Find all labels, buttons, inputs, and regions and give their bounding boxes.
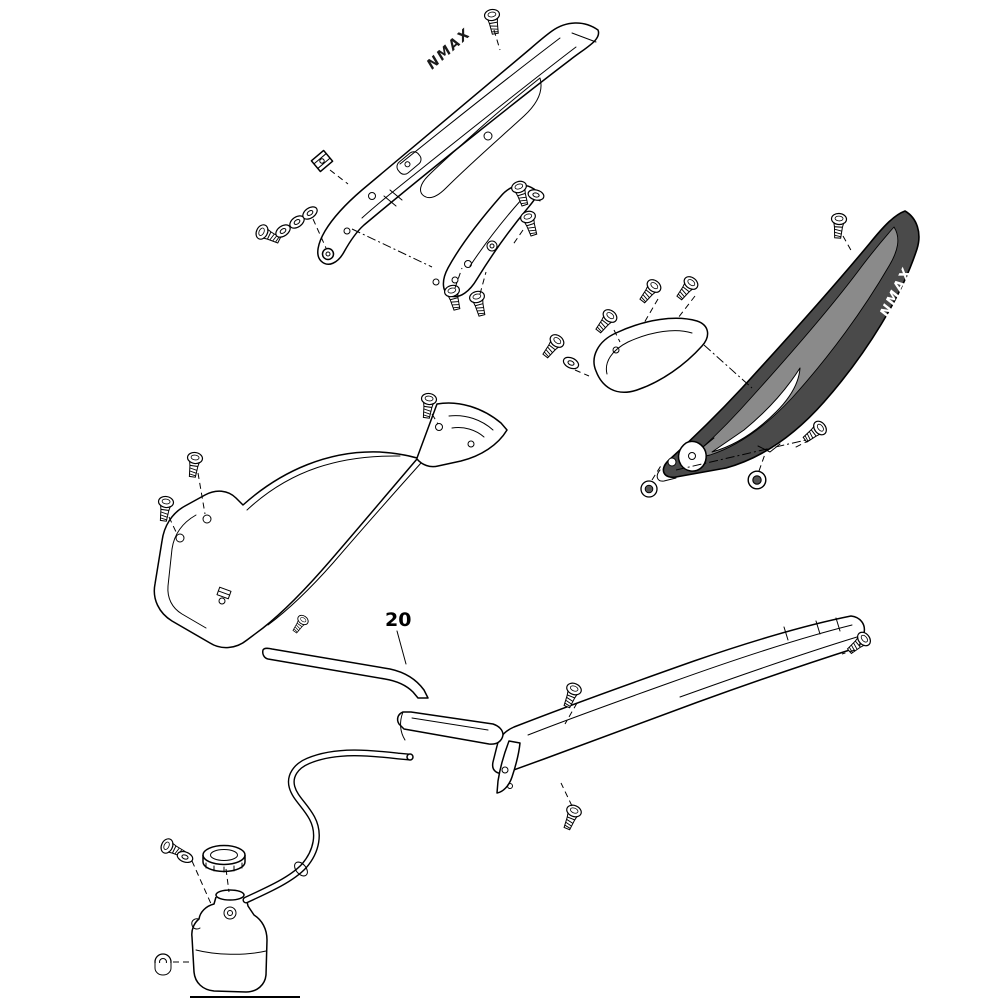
garnish-hole <box>451 276 459 284</box>
garnish-hole <box>486 240 498 252</box>
screw-icon <box>538 331 567 362</box>
leader-lines-top-left <box>312 29 524 295</box>
panel-mount-hole <box>435 423 443 431</box>
nut-icon <box>154 953 172 976</box>
tank-filler-detail <box>223 906 237 920</box>
mount-bracket <box>677 437 715 472</box>
assembly-axis-line <box>351 228 433 268</box>
panel-head-detail <box>448 415 494 438</box>
screw-icon <box>591 306 620 337</box>
joint-strip-inner <box>400 711 489 741</box>
panel-mount-hole <box>218 597 226 605</box>
screw-icon <box>289 612 311 636</box>
leader-lines-bottom-right <box>560 649 856 807</box>
reservoir-tank-body <box>191 896 268 993</box>
screw-icon <box>518 208 542 238</box>
garnish-hole <box>464 260 472 268</box>
screw-icon <box>635 276 664 307</box>
lower-panel-end-bracket <box>496 740 521 794</box>
tank-nipple-and-seam <box>191 918 267 955</box>
right-side-cover-assembly: NMAX <box>538 210 920 498</box>
garnish-hole <box>432 278 440 286</box>
panel-mount-hole <box>202 514 212 524</box>
washer-icon <box>561 354 581 372</box>
panel-foot-inner-line <box>167 514 207 629</box>
side-cover-mid-band <box>687 226 899 461</box>
leader-lines-middle <box>168 413 439 535</box>
lower-side-panel-assembly <box>396 615 874 833</box>
hose-clamp-icon <box>294 861 308 877</box>
panel-hatch-detail <box>383 32 597 207</box>
leader-lines-right <box>574 235 853 481</box>
grommet-icon <box>747 470 767 490</box>
panel-hole <box>483 131 493 141</box>
panel-lug <box>321 247 335 261</box>
joint-strip <box>396 711 504 745</box>
clip-nut-icon <box>310 149 334 173</box>
assembly-axis-lines-right <box>675 344 807 471</box>
leader-lines-tank <box>173 860 230 963</box>
panel-hole <box>368 192 376 200</box>
clip-icon <box>216 586 232 600</box>
panel-mount-hole <box>175 533 185 543</box>
hose-end <box>406 753 414 761</box>
lower-panel-inner-lines <box>527 624 858 736</box>
panel-hole <box>343 227 351 235</box>
panel-inner-molding <box>420 77 542 199</box>
callout-leader-line <box>396 630 407 665</box>
panel-head-hole <box>467 440 475 448</box>
lower-side-panel <box>491 615 866 775</box>
front-lower-panel <box>153 402 508 649</box>
bracket-hole <box>507 783 513 789</box>
screw-icon <box>483 7 504 36</box>
screw-icon <box>184 450 204 479</box>
panel-slot <box>396 151 422 175</box>
coolant-reservoir-assembly <box>154 749 414 993</box>
overflow-hose <box>242 749 414 904</box>
screw-icon <box>672 273 701 304</box>
garnish-hole-center <box>489 243 495 249</box>
screw-icon <box>559 802 584 833</box>
grommet-icon <box>640 480 658 498</box>
front-lower-panel-assembly: 20 <box>153 391 508 699</box>
top-side-cover-assembly: NMAX <box>253 7 600 318</box>
top-side-cover-panel <box>317 22 600 265</box>
screw-icon <box>467 289 490 318</box>
panel-inner-edge-line <box>361 46 577 219</box>
nmax-decal-left: NMAX <box>424 25 474 73</box>
small-garnish-inner-line <box>605 330 693 375</box>
panel-lug-hole <box>325 251 331 257</box>
cover-mount-hole <box>667 457 677 467</box>
lower-panel-end-steps <box>783 617 841 641</box>
screw-icon <box>829 212 848 240</box>
trim-strip-part-20 <box>262 647 429 699</box>
callout-label-20[interactable]: 20 <box>385 609 411 631</box>
panel-inner-edge-line-2 <box>399 37 561 165</box>
small-garnish-hole <box>612 346 620 354</box>
small-garnish-panel <box>593 317 709 393</box>
tank-filler-detail-center <box>227 910 233 916</box>
reservoir-cap <box>202 844 246 873</box>
tank-neck-rim <box>215 889 245 901</box>
side-cover-window <box>711 367 801 453</box>
bracket-hole <box>501 766 509 774</box>
panel-neck-inner-lines <box>246 455 422 626</box>
